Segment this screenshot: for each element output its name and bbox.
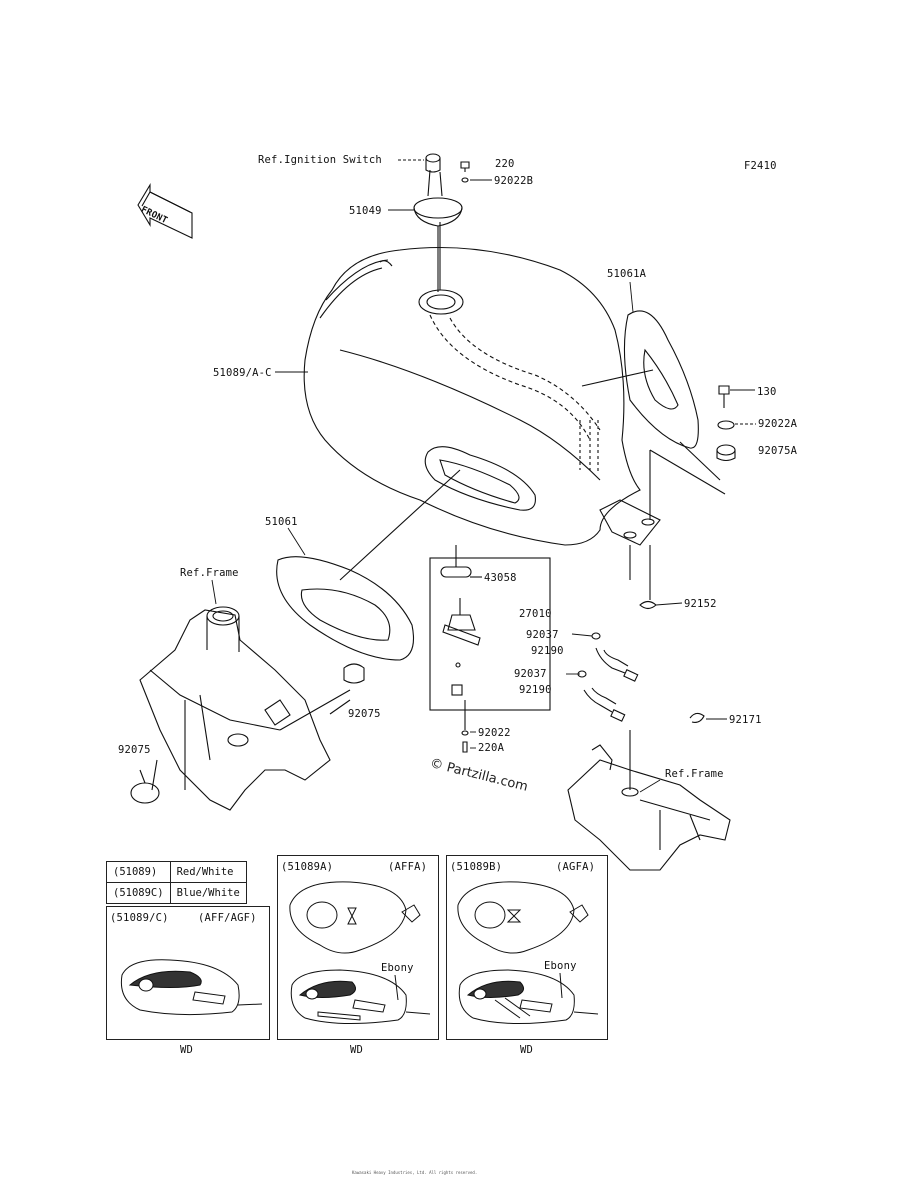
variant-market: (AFFA): [388, 861, 428, 873]
label-ref-ignition-switch: Ref.Ignition Switch: [258, 154, 382, 166]
label-92190-2: 92190: [519, 684, 552, 696]
label-92022b: 92022B: [494, 175, 534, 187]
variant-badge: Ebony: [544, 960, 577, 972]
variant-box-51089b: [446, 855, 608, 1040]
variant-market: (AFF/AGF): [198, 912, 257, 924]
label-220: 220: [495, 158, 515, 170]
label-92152: 92152: [684, 598, 717, 610]
color-code: (51089): [106, 861, 171, 883]
variant-footer: WD: [350, 1044, 364, 1056]
footer-fine-print: Kawasaki Heavy Industries, Ltd. All righ…: [352, 1170, 478, 1175]
color-name: Red/White: [169, 861, 247, 883]
frame-right: [567, 730, 731, 871]
variant-box-51089a: [277, 855, 439, 1040]
label-92037-2: 92037: [514, 668, 547, 680]
front-arrow-icon: [137, 183, 193, 239]
label-130: 130: [757, 386, 777, 398]
label-51049: 51049: [349, 205, 382, 217]
label-92037-1: 92037: [526, 629, 559, 641]
label-51061a: 51061A: [607, 268, 647, 280]
variant-badge: Ebony: [381, 962, 414, 974]
variant-footer: WD: [520, 1044, 534, 1056]
variant-code: (51089B): [450, 861, 503, 873]
variant-footer: WD: [180, 1044, 194, 1056]
label-43058: 43058: [484, 572, 517, 584]
label-92075a: 92075A: [758, 445, 798, 457]
fuel-tank-outline: [303, 246, 661, 546]
color-name: Blue/White: [169, 882, 247, 904]
label-27010: 27010: [519, 608, 552, 620]
diagram-code: F2410: [744, 160, 777, 172]
table-row: (51089) Red/White: [106, 861, 247, 883]
label-ref-frame-left: Ref.Frame: [180, 567, 239, 579]
label-51089: 51089/A-C: [213, 367, 272, 379]
label-51061: 51061: [265, 516, 298, 528]
table-row: (51089C) Blue/White: [106, 882, 247, 904]
frame-left: [139, 606, 351, 811]
label-92075-right: 92075: [348, 708, 381, 720]
label-ref-frame-right: Ref.Frame: [665, 768, 724, 780]
label-92022a: 92022A: [758, 418, 798, 430]
label-220a: 220A: [478, 742, 505, 754]
variant-market: (AGFA): [556, 861, 596, 873]
label-92190-1: 92190: [531, 645, 564, 657]
label-92022: 92022: [478, 727, 511, 739]
variant-code: (51089/C): [110, 912, 169, 924]
label-92171: 92171: [729, 714, 762, 726]
label-92075-left: 92075: [118, 744, 151, 756]
color-table: (51089) Red/White (51089C) Blue/White: [106, 861, 247, 904]
variant-box-51089c: [106, 906, 270, 1040]
variant-code: (51089A): [281, 861, 334, 873]
